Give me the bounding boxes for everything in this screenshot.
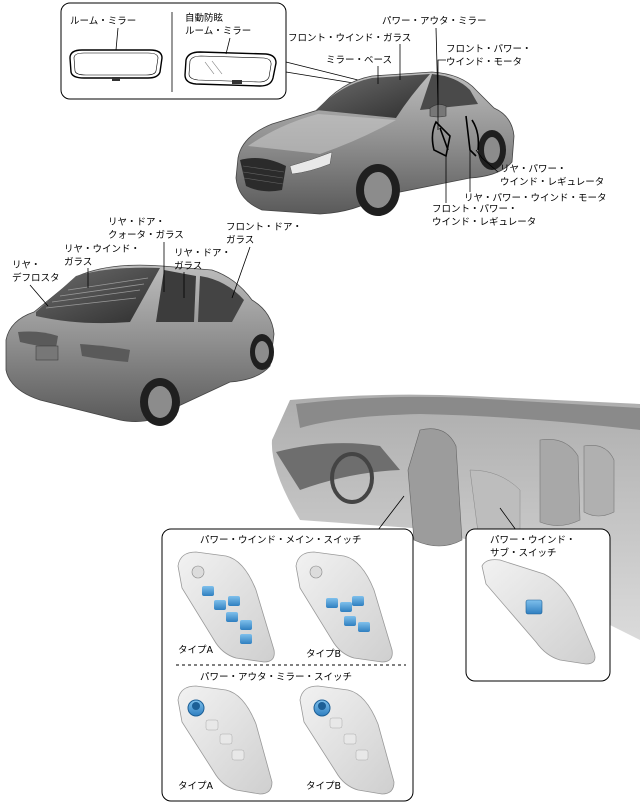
mirror-switch-type-b-label: タイプB: [306, 781, 341, 792]
mirror-switch-title: パワー・アウタ・ミラー・スイッチ: [200, 672, 352, 683]
front-window-glass-label: フロント・ウインド・ガラス: [288, 33, 411, 44]
switch-button: [226, 612, 238, 622]
mirror-callout-box: ルーム・ミラー 自動防眩 ルーム・ミラー: [61, 3, 286, 99]
rear-window-glass-label-1: リヤ・ウインド・: [64, 244, 140, 255]
switch-button: [344, 616, 356, 626]
switch-button: [352, 596, 364, 606]
rear-power-window-regulator-label-1: リヤ・パワー・: [500, 164, 567, 175]
switch-button: [202, 586, 214, 596]
auto-dimming-label-1: 自動防眩: [185, 12, 224, 24]
rear-defroster-label-1: リヤ・: [12, 260, 41, 271]
rear-power-window-motor-label: リヤ・パワー・ウインド・モータ: [464, 193, 607, 204]
auto-dimming-label-2: ルーム・ミラー: [185, 26, 251, 37]
front-power-window-regulator-label-2: ウインド・レギュレータ: [432, 217, 536, 228]
room-mirror-label: ルーム・ミラー: [70, 16, 136, 27]
front-power-window-motor-label-1: フロント・パワー・: [446, 44, 532, 55]
switch-button: [340, 602, 352, 612]
switch-button: [326, 598, 338, 608]
rear-door-glass-label-2: ガラス: [174, 261, 202, 272]
rear-defroster-leader: [30, 285, 48, 306]
room-mirror-drawing: [70, 50, 162, 81]
power-outer-mirror-label: パワー・アウタ・ミラー: [382, 16, 487, 27]
switch-button: [228, 596, 240, 606]
rear-window-glass-label-2: ガラス: [64, 257, 92, 268]
sub-switch-title-2: サブ・スイッチ: [490, 547, 557, 559]
main-switch-callout-box: パワー・ウインド・メイン・スイッチ パワー・アウタ・ミラー・スイッチ タイプA …: [162, 529, 413, 801]
mirror-base-label: ミラー・ベース: [326, 55, 392, 66]
rear-door-glass-label-1: リヤ・ドア・: [174, 248, 231, 259]
main-switch-type-a-label: タイプA: [178, 645, 214, 656]
switch-button: [214, 600, 226, 610]
rear-door-quarter-glass-label-2: クォータ・ガラス: [108, 230, 184, 241]
sub-switch-title-1: パワー・ウインド・: [490, 535, 576, 546]
sub-switch-callout-box: パワー・ウインド・ サブ・スイッチ: [466, 529, 610, 681]
front-power-window-motor-label-2: ウインド・モータ: [446, 57, 522, 68]
sub-switch-button: [526, 600, 542, 614]
main-switch-title: パワー・ウインド・メイン・スイッチ: [200, 535, 362, 546]
switch-button: [240, 620, 252, 630]
front-door-glass-label-1: フロント・ドア・: [226, 222, 302, 233]
main-switch-type-b-label: タイプB: [306, 649, 341, 660]
front-door-glass-label-2: ガラス: [226, 235, 254, 246]
switch-button: [240, 634, 252, 644]
rear-power-window-regulator-label-2: ウインド・レギュレータ: [500, 177, 604, 188]
switch-button: [358, 622, 370, 632]
mirror-switch-type-a-label: タイプA: [178, 781, 214, 792]
auto-dimming-mirror-drawing: [185, 52, 276, 86]
rear-door-quarter-glass-label-1: リヤ・ドア・: [108, 217, 165, 228]
rear-car-illustration: [6, 265, 274, 426]
front-power-window-regulator-label-1: フロント・パワー・: [432, 204, 518, 215]
rear-defroster-label-2: デフロスタ: [12, 272, 60, 284]
